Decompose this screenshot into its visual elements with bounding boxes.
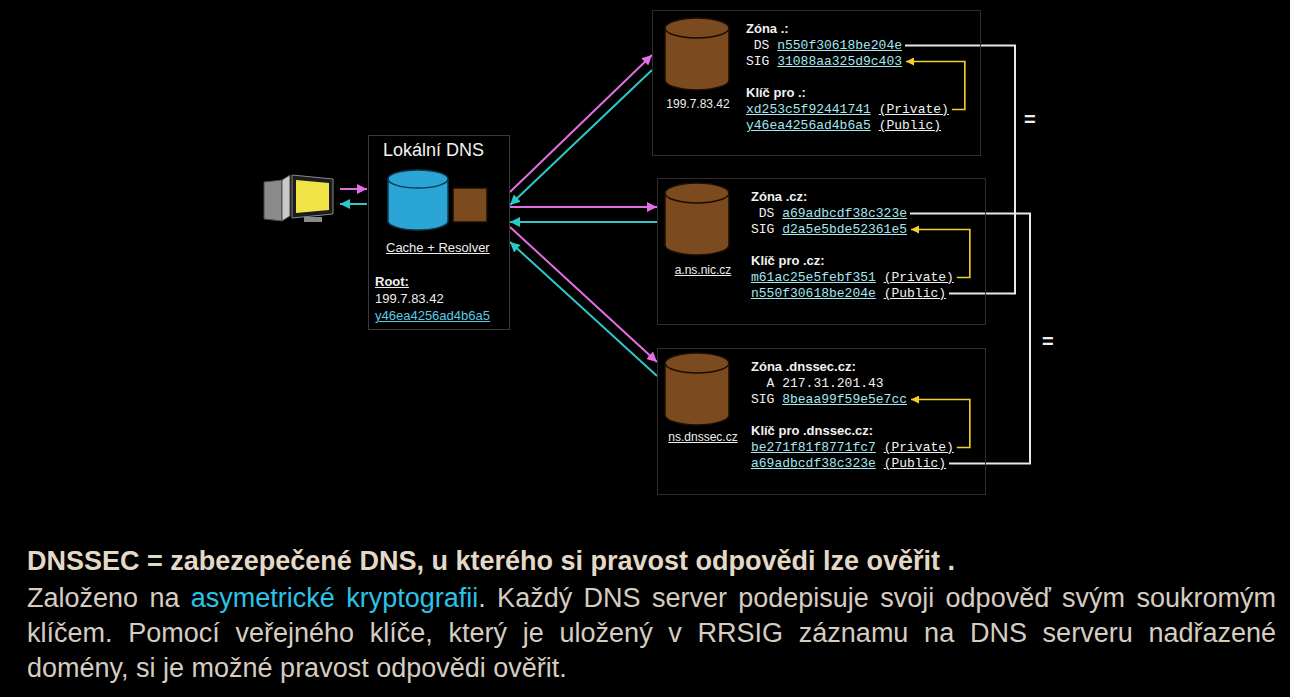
record-row: n550f30618be204e (Public) <box>751 284 954 300</box>
answer-arrow <box>510 70 652 205</box>
record-row: Zóna .: <box>746 20 949 36</box>
query-arrow <box>510 227 657 362</box>
zone-heading: Zóna .: <box>746 21 789 36</box>
name-server-box: ns.dnssec.cz Zóna .dnssec.cz: A 217.31.201.… <box>657 348 986 495</box>
name-server-box: a.ns.nic.czZóna .cz:DSa69adbcdf38c323eSI… <box>657 178 986 325</box>
record-row: y46ea4256ad4b6a5 (Public) <box>746 116 949 132</box>
answer-arrow <box>340 203 367 205</box>
record-row: Klíč pro .: <box>746 84 949 100</box>
caption-heading: DNSSEC = zabezepečené DNS, u kterého si … <box>27 544 1276 579</box>
record-row: SIG 31088aa325d9c403 <box>746 52 949 68</box>
record-type: DS <box>751 206 774 222</box>
zone-heading: Zóna .dnssec.cz: <box>751 359 856 374</box>
cache-cylinder <box>388 170 448 230</box>
public-key: a69adbcdf38c323e <box>751 456 876 471</box>
key-heading: Klíč pro .dnssec.cz: <box>751 423 873 438</box>
record-type: A <box>751 376 774 392</box>
description-paragraph: Založeno na asymetrické kryptografii. Ka… <box>27 581 1276 686</box>
record-row <box>746 68 949 84</box>
query-arrow <box>510 206 657 208</box>
record-value: 217.31.201.43 <box>782 376 883 391</box>
root-heading: Root: <box>375 274 409 290</box>
tower-front <box>264 180 282 221</box>
record-row: DS a69adbcdf38c323e <box>751 204 954 220</box>
record-column: Zóna .cz: DS a69adbcdf38c323eSIG d2a5e5bde5… <box>751 188 954 300</box>
record-value: a69adbcdf38c323e <box>782 206 907 221</box>
record-row: Klíč pro .cz: <box>751 252 954 268</box>
highlight-term: asymetrické kryptografii <box>191 583 478 613</box>
equality-sign: = <box>1024 108 1036 130</box>
body-text: Založeno na <box>27 583 179 613</box>
key-hash: y46ea4256ad4b6a5 <box>375 308 490 324</box>
key-match-line <box>905 46 1015 294</box>
private-key: xd253c5f92441741 <box>746 102 871 117</box>
server-name: a.ns.nic.cz <box>658 263 748 278</box>
record-value: n550f30618be204e <box>777 38 902 53</box>
signature-hash: 31088aa325d9c403 <box>777 54 902 69</box>
record-row: xd253c5f92441741 (Private) <box>746 100 949 116</box>
record-column: Zóna .: DS n550f30618be204eSIG 31088aa325d9… <box>746 20 949 132</box>
record-row: SIG d2a5e5bde52361e5 <box>751 220 954 236</box>
private-key: m61ac25e5febf351 <box>751 270 876 285</box>
monitor-bezel <box>292 175 333 218</box>
server-name: 199.7.83.42 <box>653 97 743 112</box>
record-type: SIG <box>751 392 774 408</box>
key-kind: (Public) <box>884 286 946 301</box>
monitor-screen <box>296 180 329 213</box>
private-key: be271f81f8771fc7 <box>751 440 876 455</box>
server-cylinder <box>665 18 729 90</box>
record-row: be271f81f8771fc7 (Private) <box>751 438 954 454</box>
key-heading: Klíč pro .cz: <box>751 253 825 268</box>
record-row <box>751 406 954 422</box>
resolver-square <box>453 188 487 222</box>
record-row: SIG 8beaa99f59e5e7cc <box>751 390 954 406</box>
query-arrow <box>340 188 367 190</box>
computer-icon <box>264 175 333 222</box>
component-label: Cache + Resolver <box>386 240 490 256</box>
server-cylinder <box>665 353 729 425</box>
record-row: Klíč pro .dnssec.cz: <box>751 422 954 438</box>
name-server-box: 199.7.83.42 Zóna .: DS n550f30618be204eSIG 3… <box>652 10 981 156</box>
key-kind: (Public) <box>879 118 941 133</box>
key-kind: (Public) <box>884 456 946 471</box>
record-type: SIG <box>751 222 774 238</box>
signature-hash: d2a5e5bde52361e5 <box>782 222 907 237</box>
key-match-line <box>910 214 1030 464</box>
record-row: a69adbcdf38c323e (Public) <box>751 454 954 470</box>
record-row: Zóna .dnssec.cz: <box>751 358 954 374</box>
zone-heading: Zóna .cz: <box>751 189 807 204</box>
equality-sign: = <box>1042 330 1054 352</box>
record-type: SIG <box>746 54 769 70</box>
caption-area: DNSSEC = zabezepečené DNS, u kterého si … <box>27 544 1276 579</box>
server-name: ns.dnssec.cz <box>658 430 748 445</box>
ip-address: 199.7.83.42 <box>375 291 444 307</box>
key-kind: (Private) <box>884 440 954 455</box>
query-arrow <box>510 55 652 192</box>
key-heading: Klíč pro .: <box>746 85 806 100</box>
answer-arrow <box>510 242 657 376</box>
record-row: Zóna .cz: <box>751 188 954 204</box>
monitor-stand <box>304 217 322 222</box>
record-type: DS <box>746 38 769 54</box>
tower-side <box>282 175 290 221</box>
record-row: A 217.31.201.43 <box>751 374 954 390</box>
record-row: DS n550f30618be204e <box>746 36 949 52</box>
record-column: Zóna .dnssec.cz: A 217.31.201.43SIG 8beaa99… <box>751 358 954 470</box>
key-kind: (Private) <box>879 102 949 117</box>
server-cylinder <box>665 183 729 255</box>
key-kind: (Private) <box>884 270 954 285</box>
public-key: y46ea4256ad4b6a5 <box>746 118 871 133</box>
server-title: Lokální DNS <box>383 139 484 161</box>
signature-hash: 8beaa99f59e5e7cc <box>782 392 907 407</box>
record-row <box>751 236 954 252</box>
record-row: m61ac25e5febf351 (Private) <box>751 268 954 284</box>
resolver-box: Lokální DNS Cache + ResolverRoot:199.7.83… <box>368 135 510 330</box>
answer-arrow <box>510 221 657 223</box>
public-key: n550f30618be204e <box>751 286 876 301</box>
